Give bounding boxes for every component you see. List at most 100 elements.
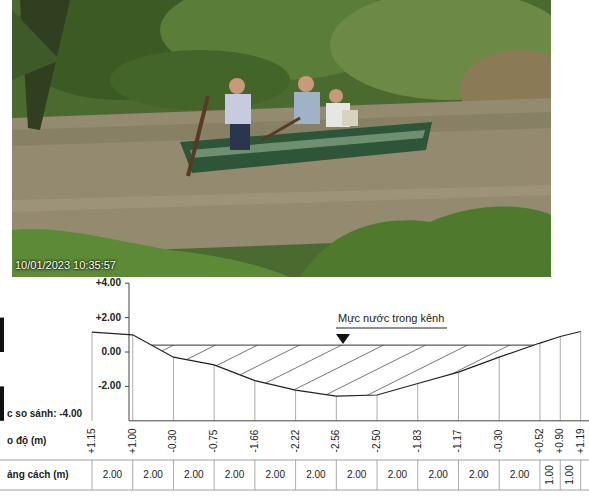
axis-label: 0.00: [102, 347, 121, 357]
table-divider: [295, 460, 296, 490]
bush: [110, 50, 290, 110]
station-line: [173, 357, 174, 421]
station-line: [295, 390, 296, 421]
table-divider: [214, 460, 215, 490]
hatch-line: [64, 345, 174, 400]
station-line: [560, 337, 561, 421]
bag: [342, 110, 358, 126]
row-header: o độ (m): [7, 436, 46, 446]
axis-tick: [125, 386, 129, 387]
person-trousers: [230, 124, 250, 150]
table-divider: [458, 460, 459, 490]
station-line: [214, 365, 215, 421]
hatch-line: [274, 345, 384, 400]
grass: [12, 229, 290, 277]
table-divider: [580, 460, 581, 490]
pole: [262, 118, 300, 140]
table-divider: [417, 460, 418, 490]
elevation-value: -1.66: [250, 430, 260, 453]
distance-value: 2.00: [143, 470, 162, 480]
palm-leaf: [12, 10, 60, 80]
table-divider: [92, 460, 93, 490]
distance-value: 2.00: [428, 470, 447, 480]
water-level-symbol: [336, 334, 350, 344]
elevation-value: -1.17: [453, 430, 463, 453]
pole: [188, 96, 208, 176]
axis-label: +4.00: [96, 278, 121, 288]
grass: [300, 206, 551, 277]
water-level-label: Mực nước trong kênh: [338, 313, 444, 324]
station-line: [132, 335, 133, 421]
station-line: [377, 395, 378, 421]
elevation-value: +1.00: [128, 428, 138, 453]
distance-value: 2.00: [266, 470, 285, 480]
hatch-line: [316, 345, 426, 400]
distance-value: 2.00: [103, 470, 122, 480]
elevation-value: -0.75: [209, 430, 219, 453]
table-divider: [539, 460, 540, 490]
elevation-value: +0.90: [555, 428, 565, 453]
table-divider: [499, 460, 500, 490]
distance-value: 2.00: [306, 470, 325, 480]
hatch-line: [358, 345, 468, 400]
boat-rim: [190, 130, 425, 158]
distance-value: 2.00: [388, 470, 407, 480]
table-line: [0, 460, 589, 461]
station-line: [92, 332, 93, 421]
water-surface: [152, 345, 534, 346]
table-line: [0, 490, 589, 491]
elevation-value: -2.22: [291, 430, 301, 453]
station-line: [458, 372, 459, 421]
table-divider: [132, 460, 133, 490]
hatch-line: [148, 345, 258, 400]
person-head: [298, 76, 314, 92]
hatch-line: [190, 345, 300, 400]
person-head: [229, 78, 245, 94]
person-shirt: [225, 94, 251, 124]
distance-value: 2.00: [347, 470, 366, 480]
reflection: [12, 185, 551, 212]
scale-bar: [0, 386, 4, 420]
axis-tick: [125, 352, 129, 353]
elevation-value: +1.19: [576, 428, 586, 453]
elevation-value: -2.50: [372, 430, 382, 453]
station-line: [580, 332, 581, 421]
hatch-line: [22, 345, 132, 400]
table-divider: [173, 460, 174, 490]
elevation-value: -1.83: [413, 430, 423, 453]
elevation-value: -0.30: [168, 430, 178, 453]
axis-label: -2.00: [98, 381, 121, 391]
label-underline: [336, 328, 447, 329]
distance-value: 2.00: [510, 470, 529, 480]
axis-tick: [125, 317, 129, 318]
station-line: [539, 343, 540, 421]
station-line: [499, 357, 500, 421]
boat: [180, 122, 432, 173]
person-head: [329, 89, 343, 103]
station-line: [254, 381, 255, 421]
hatch-line: [106, 345, 216, 400]
hatch-line: [232, 345, 342, 400]
scale-bar: [0, 318, 4, 352]
elevation-value: -2.56: [331, 430, 341, 453]
table-divider: [560, 460, 561, 490]
distance-value: 1.00: [545, 465, 555, 484]
datum-label: c so sánh: -4.00: [7, 409, 82, 419]
station-line: [336, 396, 337, 421]
elevation-value: +1.15: [87, 428, 97, 453]
distance-value: 2.00: [225, 470, 244, 480]
station-line: [417, 383, 418, 420]
distance-value: 2.00: [184, 470, 203, 480]
ground-profile: [92, 332, 581, 397]
hatch-line: [526, 345, 589, 400]
datum-line: [129, 420, 589, 421]
photo-timestamp: 10/01/2023 10:35:57: [15, 260, 116, 271]
axis-label: +2.00: [96, 313, 121, 323]
axis-tick: [125, 283, 129, 284]
elevation-value: +0.52: [535, 428, 545, 453]
table-divider: [336, 460, 337, 490]
elevation-value: -0.30: [494, 430, 504, 453]
